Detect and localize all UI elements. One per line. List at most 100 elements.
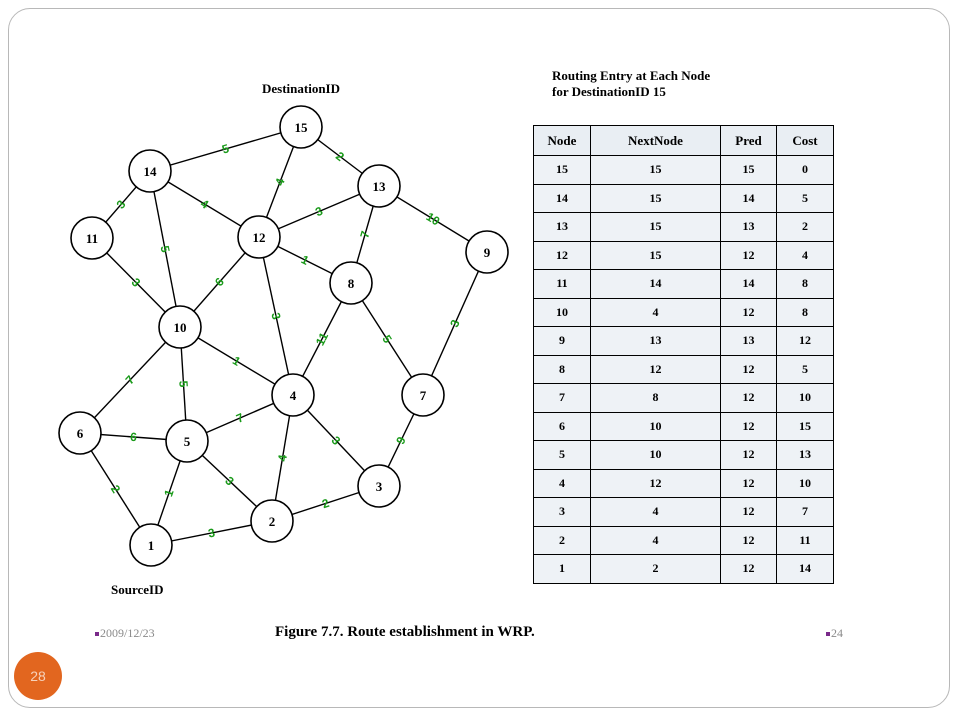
node-label-10: 10: [174, 320, 187, 335]
edge-9-7: [422, 251, 488, 396]
cell-cost: 11: [776, 525, 834, 555]
graph-node-13: 13: [357, 164, 401, 208]
graph-node-12: 12: [237, 215, 281, 259]
node-circle-4: [271, 373, 315, 417]
cell-pred: 12: [720, 354, 777, 384]
cell-cost: 10: [776, 468, 834, 498]
node-label-8: 8: [348, 276, 355, 291]
edge-weight-14-10: 5: [157, 244, 172, 254]
cell-nextnode: 13: [590, 326, 721, 356]
graph-node-15: 15: [279, 105, 323, 149]
edge-10-4: [179, 326, 294, 396]
edge-weight-14-12: 4: [198, 196, 211, 212]
node-circle-14: [128, 149, 172, 193]
node-label-12: 12: [253, 230, 266, 245]
graph-node-2: 2: [250, 499, 294, 543]
edge-weight-15-13: 2: [333, 149, 347, 164]
graph-node-4: 4: [271, 373, 315, 417]
column-header-cost: Cost: [776, 125, 834, 156]
cell-cost: 13: [776, 440, 834, 470]
edge-weight-7-3: 9: [393, 434, 409, 446]
cell-nextnode: 8: [590, 383, 721, 413]
cell-pred: 12: [720, 411, 777, 441]
edge-weight-13-12: 3: [313, 204, 325, 220]
column-header-pred: Pred: [720, 125, 777, 156]
cell-cost: 8: [776, 269, 834, 299]
routing-heading-line2: for DestinationID 15: [552, 84, 666, 99]
cell-cost: 14: [776, 554, 834, 584]
node-circle-3: [357, 464, 401, 508]
graph-node-11: 11: [70, 216, 114, 260]
column-header-node: Node: [533, 125, 591, 156]
routing-header-row: Node NextNode Pred Cost: [533, 125, 834, 156]
cell-node: 13: [533, 212, 591, 242]
cell-pred: 12: [720, 468, 777, 498]
cell-nextnode: 15: [590, 183, 721, 213]
cell-node: 2: [533, 525, 591, 555]
node-circle-11: [70, 216, 114, 260]
edge-weight-13-8: 7: [357, 229, 372, 240]
cell-nextnode: 12: [590, 468, 721, 498]
cell-pred: 15: [720, 155, 777, 185]
cell-pred: 14: [720, 183, 777, 213]
cell-nextnode: 4: [590, 525, 721, 555]
edge-14-15: [149, 126, 302, 172]
cell-nextnode: 4: [590, 297, 721, 327]
cell-nextnode: 12: [590, 354, 721, 384]
node-circle-1: [129, 523, 173, 567]
cell-cost: 12: [776, 326, 834, 356]
cell-node: 9: [533, 326, 591, 356]
cell-cost: 0: [776, 155, 834, 185]
node-label-2: 2: [269, 514, 276, 529]
edge-weight-5-4: 7: [234, 410, 246, 426]
cell-cost: 10: [776, 383, 834, 413]
cell-cost: 8: [776, 297, 834, 327]
figure-caption: Figure 7.7. Route establishment in WRP.: [275, 624, 535, 640]
edge-8-7: [350, 282, 424, 396]
node-circle-13: [357, 164, 401, 208]
graph-node-6: 6: [58, 411, 102, 455]
cell-node: 11: [533, 269, 591, 299]
edge-weight-2-1: 3: [207, 525, 217, 540]
node-circle-6: [58, 411, 102, 455]
cell-pred: 12: [720, 240, 777, 270]
edge-weight-8-4: 11: [313, 330, 331, 348]
cell-node: 1: [533, 554, 591, 584]
cell-nextnode: 15: [590, 240, 721, 270]
node-label-1: 1: [148, 538, 155, 553]
column-header-nextnode: NextNode: [590, 125, 721, 156]
graph-node-8: 8: [329, 261, 373, 305]
slide-number-badge: 28: [14, 652, 62, 700]
edge-weight-6-1: 2: [108, 482, 124, 495]
cell-node: 5: [533, 440, 591, 470]
cell-node: 6: [533, 411, 591, 441]
cell-cost: 5: [776, 183, 834, 213]
node-label-5: 5: [184, 434, 191, 449]
cell-node: 4: [533, 468, 591, 498]
node-circle-8: [329, 261, 373, 305]
cell-nextnode: 10: [590, 440, 721, 470]
edge-weight-6-5: 6: [130, 430, 138, 444]
cell-pred: 12: [720, 497, 777, 527]
slide-number: 28: [30, 668, 46, 684]
graph-node-1: 1: [129, 523, 173, 567]
edge-12-4: [258, 236, 294, 396]
node-circle-2: [250, 499, 294, 543]
cell-node: 15: [533, 155, 591, 185]
edge-weight-12-4: 3: [268, 311, 283, 321]
edge-weight-4-2: 4: [275, 453, 290, 462]
node-circle-15: [279, 105, 323, 149]
